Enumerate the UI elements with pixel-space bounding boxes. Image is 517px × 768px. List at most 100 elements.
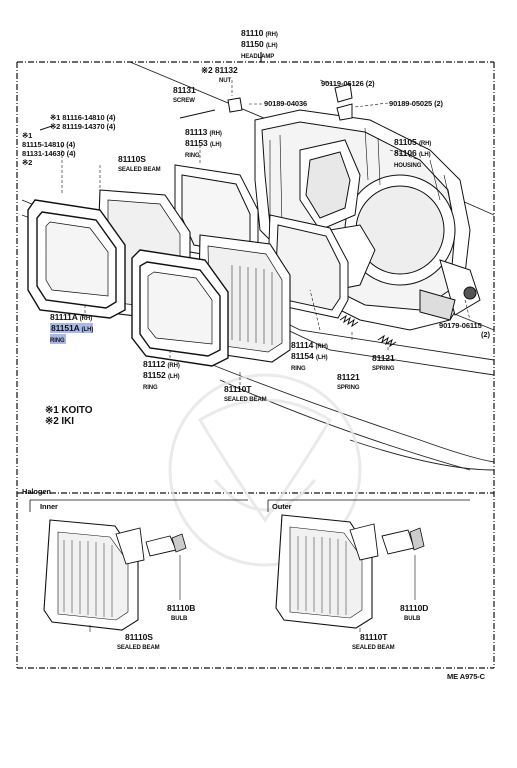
ring-upper-drawing <box>174 164 259 263</box>
ring-a-rh: (RH) <box>79 316 92 322</box>
spring1-no: 81121 <box>372 353 395 363</box>
ring-mid-label: 81114 (RH) 81154 (LH) RING <box>291 341 328 373</box>
ring-upper-label: 81113 (RH) 81153 (LH) RING <box>185 128 222 160</box>
ring-lower-drawing <box>131 249 229 367</box>
nut-label: ※2 81132 NUT <box>201 66 238 85</box>
housing-label: 81105 (RH) 81106 (LH) HOUSING <box>394 138 431 170</box>
ring-mid-no2: 81154 <box>291 351 314 361</box>
halogen-beam-t-label: 81110T SEALED BEAM <box>352 633 395 652</box>
koito-line2: ※2 81119-14370 (4) <box>50 122 116 131</box>
legend-iki: ※2 IKI <box>45 416 74 427</box>
screw2-label: 90119-06126 (2) <box>321 79 375 88</box>
bulb-b-label: 81110B BULB <box>167 604 195 623</box>
halogen-beam-s-name: SEALED BEAM <box>117 645 160 651</box>
ring-lower-name: RING <box>143 385 158 391</box>
footer-code: ME A975-C <box>447 672 485 681</box>
ring-lower-no2: 81152 <box>143 370 166 380</box>
watermark <box>168 373 362 567</box>
clip1-label: 90189-04036 <box>264 99 307 108</box>
spring2-label: 81121 SPRING <box>337 373 360 392</box>
ring-lower-no: 81112 <box>143 359 166 369</box>
bulb-b-name: BULB <box>171 616 188 622</box>
ring-lower-rh: (RH) <box>167 363 180 369</box>
clip1-no: 90189-04036 <box>264 99 308 108</box>
bulb-b-no: 81110B <box>167 603 196 613</box>
ring-a-lh: (LH) <box>81 327 94 333</box>
spring2-name: SPRING <box>337 385 360 391</box>
koito-line3: 81115-14810 (4) <box>22 140 76 149</box>
housing-lh: (LH) <box>418 152 431 158</box>
halogen-beam-t-name: SEALED BEAM <box>352 645 395 651</box>
bulb-d-no: 81110D <box>400 603 429 613</box>
sealed-beam-s-label: 81110S SEALED BEAM <box>118 155 161 174</box>
ring-upper-no: 81113 <box>185 127 208 137</box>
ring-upper-name: RING <box>185 153 200 159</box>
halogen-beam-t-no: 81110T <box>360 632 388 642</box>
sealed-beam-s-name: SEALED BEAM <box>118 167 161 173</box>
screw-name: SCREW <box>173 98 195 104</box>
ring-a-no: 81111A <box>50 312 78 322</box>
ring-upper-no2: 81153 <box>185 138 208 148</box>
halogen-inner-label: Inner <box>40 502 58 511</box>
ring-lower-label: 81112 (RH) 81152 (LH) RING <box>143 360 180 392</box>
koito-line3-mark: ※1 <box>22 131 33 140</box>
nut-mark: ※2 <box>201 65 213 75</box>
koito-line4: 81131-14630 (4) <box>22 149 76 158</box>
halogen-beam-s-no: 81110S <box>125 632 153 642</box>
spring1-label: 81121 SPRING <box>372 354 395 373</box>
ring-upper-lh: (LH) <box>209 142 222 148</box>
clip2-label: 90189-05025 (2) <box>389 99 443 108</box>
headlamp-no: 81110 <box>241 28 264 38</box>
clip2-no: 90189-05025 <box>389 99 433 108</box>
halogen-title: Halogen <box>22 487 51 496</box>
frame-border <box>16 52 495 669</box>
spring2-no: 81121 <box>337 372 360 382</box>
ring-a-label: 81111A (RH) 81151A (LH) RING <box>50 313 93 345</box>
bulb-d-name: BULB <box>404 616 421 622</box>
bulb-d-label: 81110D BULB <box>400 604 428 623</box>
koito-parts-block: ※1 81116-14810 (4) ※2 81119-14370 (4) ※1… <box>22 113 115 167</box>
sealed-beam-t-name: SEALED BEAM <box>224 397 267 403</box>
housing-no: 81105 <box>394 137 417 147</box>
ring-mid-lh: (LH) <box>315 355 328 361</box>
nut-no: 81132 <box>214 65 238 75</box>
nut-name: NUT <box>219 78 232 84</box>
headlamp-name: HEADLAMP <box>241 54 275 60</box>
housing-rh: (RH) <box>418 141 432 147</box>
ring-upper-rh: (RH) <box>209 131 222 137</box>
halogen-beam-s-label: 81110S SEALED BEAM <box>117 633 160 652</box>
sealed-beam-t-no: 81110T <box>224 384 252 394</box>
ring-a-drawing <box>27 199 126 319</box>
headlamp-side-rh: (RH) <box>265 32 278 38</box>
spring1-name: SPRING <box>372 366 395 372</box>
screw2-no: 90119-06126 <box>321 79 364 88</box>
headlamp-no2: 81150 <box>241 39 264 49</box>
koito-line5: ※2 <box>22 158 33 167</box>
screw2-qty: (2) <box>365 79 375 88</box>
housing-name: HOUSING <box>394 163 422 169</box>
halogen-brackets <box>29 499 470 512</box>
leader-lines <box>61 79 471 385</box>
clip2-qty: (2) <box>434 99 443 108</box>
screw-label: 81131 SCREW <box>173 86 196 105</box>
maker-legend: ※1 KOITO ※2 IKI <box>45 405 93 427</box>
sealed-beam-s-no: 81110S <box>118 154 146 164</box>
legend-koito: ※1 KOITO <box>45 405 93 416</box>
halogen-outer-label: Outer <box>272 502 292 511</box>
ring-a-name: RING <box>50 338 65 344</box>
headlamp-label: 81110 (RH) 81150 (LH) HEADLAMP <box>241 29 278 61</box>
housing-drawing <box>254 109 481 331</box>
nut2-label: 90179-06115 (2) <box>439 321 490 339</box>
hardware-drawings <box>39 83 477 300</box>
ring-mid-name: RING <box>291 366 306 372</box>
ring-a-lh-highlight: 81151A (LH) RING <box>50 323 93 344</box>
ring-lower-lh: (LH) <box>167 374 180 380</box>
housing-no2: 81106 <box>394 148 417 158</box>
nut2-no: 90179-06115 <box>439 321 482 330</box>
ring-mid-no: 81114 <box>291 340 314 350</box>
headlamp-side-lh: (LH) <box>265 43 278 49</box>
spring-drawings <box>339 314 397 348</box>
halogen-inner-drawing <box>43 519 187 632</box>
